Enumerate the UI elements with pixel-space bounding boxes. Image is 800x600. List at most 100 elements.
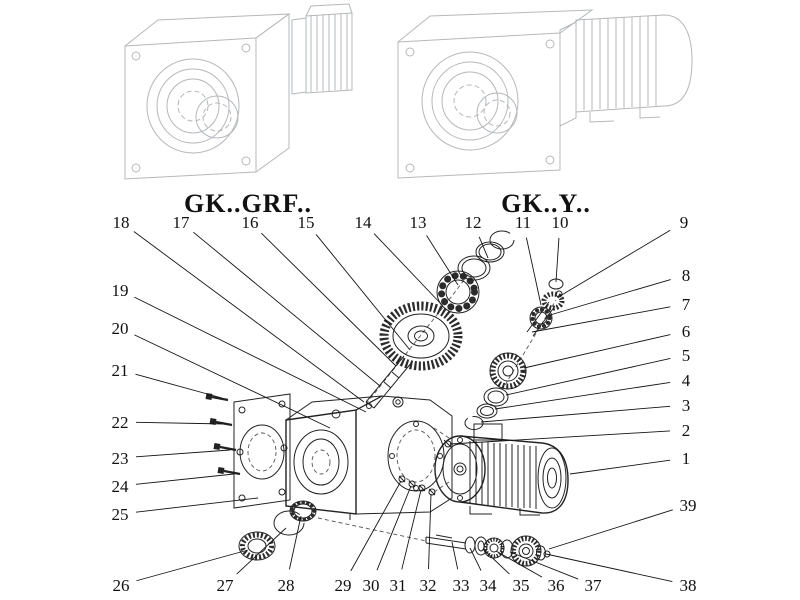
- callout-8: 8: [682, 266, 691, 285]
- flange-plate: [233, 393, 291, 509]
- leader-line-36: [495, 550, 543, 578]
- fastener-set: [398, 475, 436, 496]
- main-gear: [379, 301, 463, 371]
- callout-18: 18: [113, 213, 130, 232]
- leader-line-18: [133, 231, 365, 403]
- callout-16: 16: [242, 213, 259, 232]
- leader-line-30: [376, 485, 412, 571]
- callout-10: 10: [552, 213, 569, 232]
- leader-line-38: [545, 553, 673, 583]
- pinion-bearing: [529, 306, 553, 330]
- exploded-assembly: [205, 230, 569, 567]
- callout-1: 1: [682, 449, 691, 468]
- leader-line-5: [505, 358, 671, 396]
- variant-label-y: GK..Y..: [501, 189, 591, 218]
- leader-line-31: [401, 489, 422, 570]
- callout-20: 20: [112, 319, 129, 338]
- callout-32: 32: [420, 576, 437, 595]
- output-bearing: [289, 500, 317, 522]
- callout-9: 9: [680, 213, 689, 232]
- leader-line-8: [549, 279, 671, 316]
- input-gear: [489, 352, 527, 390]
- callout-26: 26: [113, 576, 130, 595]
- callout-27: 27: [217, 576, 235, 595]
- callout-39: 39: [680, 496, 697, 515]
- leader-line-34: [469, 547, 482, 571]
- leader-line-29: [350, 480, 402, 572]
- leader-line-14: [373, 233, 444, 307]
- leader-line-11: [525, 237, 542, 306]
- callout-28: 28: [278, 576, 295, 595]
- callout-2: 2: [682, 421, 691, 440]
- callout-30: 30: [363, 576, 380, 595]
- callout-21: 21: [112, 361, 129, 380]
- callout-4: 4: [682, 371, 691, 390]
- callout-15: 15: [298, 213, 315, 232]
- leader-line-10: [555, 237, 560, 283]
- housing: [285, 395, 453, 520]
- callout-12: 12: [465, 213, 482, 232]
- leader-line-2: [449, 430, 671, 445]
- leader-line-25: [135, 497, 259, 513]
- motor-flange: [434, 435, 486, 503]
- callout-22: 22: [112, 413, 129, 432]
- illustration-gk-y: [397, 9, 693, 179]
- leader-line-28: [288, 515, 302, 570]
- callout-17: 17: [173, 213, 191, 232]
- callout-34: 34: [480, 576, 498, 595]
- leader-line-3: [480, 405, 671, 423]
- callout-25: 25: [112, 505, 129, 524]
- leader-line-9: [559, 229, 671, 297]
- illustration-gk-grf: [124, 3, 353, 180]
- output-shaft-assembly: [425, 534, 551, 567]
- leader-line-16: [261, 232, 397, 367]
- variant-label-grf: GK..GRF..: [184, 189, 312, 218]
- leader-line-21: [135, 373, 223, 399]
- callout-31: 31: [390, 576, 407, 595]
- output-shaft: [425, 534, 467, 550]
- leader-line-37: [509, 551, 579, 580]
- callout-33: 33: [453, 576, 470, 595]
- leader-line-15: [315, 234, 411, 351]
- terminal-box: [473, 423, 503, 441]
- leader-line-39: [548, 509, 673, 550]
- callout-23: 23: [112, 449, 129, 468]
- callout-3: 3: [682, 396, 691, 415]
- upper-bearing: [436, 270, 480, 314]
- leader-line-12: [478, 236, 489, 259]
- callout-35: 35: [513, 576, 530, 595]
- leader-line-6: [523, 334, 671, 369]
- motor-fins: [469, 441, 537, 509]
- leader-line-17: [193, 231, 381, 387]
- callout-14: 14: [355, 213, 373, 232]
- callout-13: 13: [410, 213, 427, 232]
- callout-7: 7: [682, 295, 691, 314]
- leader-line-4: [494, 381, 671, 410]
- motor: [434, 423, 569, 516]
- callout-11: 11: [515, 213, 531, 232]
- leader-line-26: [136, 549, 249, 582]
- flange-bolts: [205, 393, 241, 476]
- leader-line-13: [426, 235, 459, 286]
- leader-line-35: [482, 548, 510, 575]
- output-snap-ring: [273, 510, 305, 536]
- washers: [464, 387, 509, 430]
- leader-line-23: [135, 449, 231, 458]
- output-cover-parts: [238, 500, 317, 561]
- leader-line-24: [135, 473, 235, 485]
- gear-shaft: [365, 355, 413, 409]
- callout-36: 36: [548, 576, 565, 595]
- leader-line-22: [135, 421, 227, 425]
- callout-38: 38: [680, 576, 697, 595]
- leader-line-32: [428, 493, 432, 570]
- callout-29: 29: [335, 576, 352, 595]
- leader-line-20: [134, 334, 331, 429]
- callout-5: 5: [682, 346, 691, 365]
- callout-19: 19: [112, 281, 129, 300]
- callout-6: 6: [682, 322, 691, 341]
- leader-line-33: [451, 541, 459, 570]
- callout-24: 24: [112, 477, 130, 496]
